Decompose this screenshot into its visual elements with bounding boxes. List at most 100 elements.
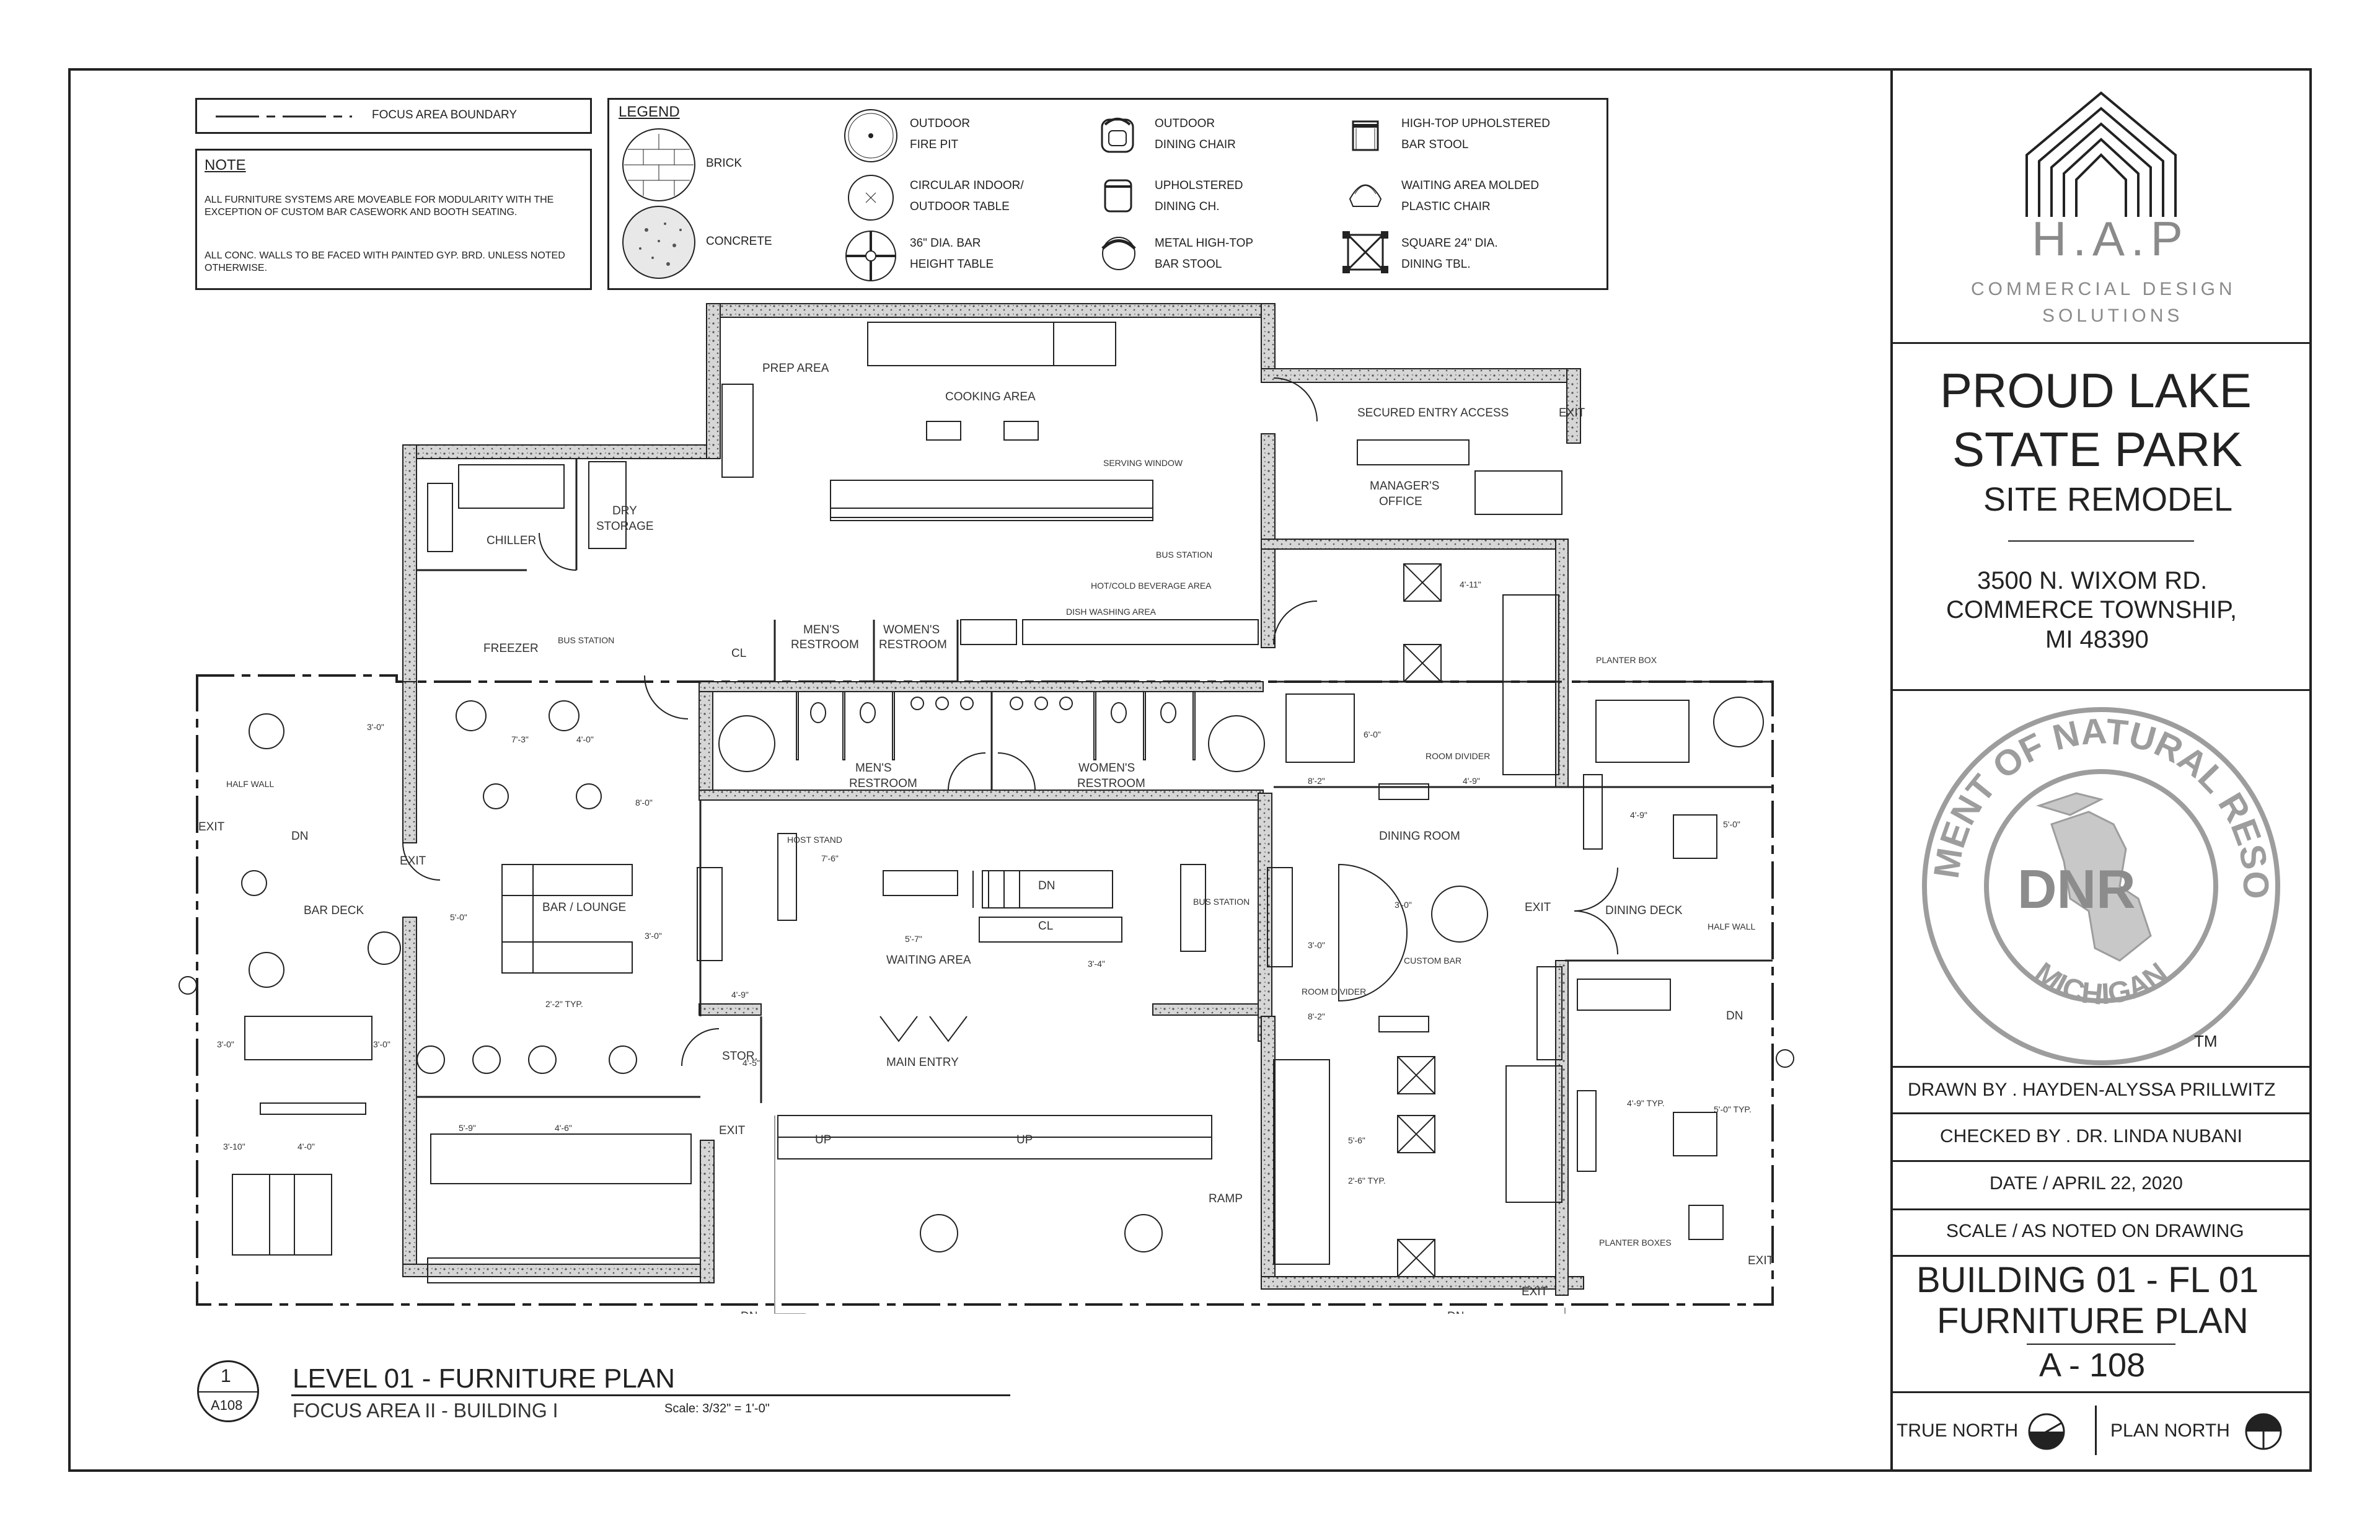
label-exit-dining: EXIT — [1525, 901, 1551, 914]
upholstered-chair-symbol — [1104, 179, 1132, 213]
label-womens-rr-1: WOMEN'S — [883, 623, 940, 636]
true-north-arrow-icon — [2028, 1413, 2065, 1450]
label-bus-station-kitchen: BUS STATION — [1156, 550, 1212, 560]
label-waiting-area: WAITING AREA — [886, 954, 971, 967]
sheet-number-rule — [2027, 1344, 2175, 1345]
label-exit-bar-2: EXIT — [400, 855, 426, 868]
label-planter-boxes: PLANTER BOXES — [1599, 1238, 1672, 1247]
label-ramp: RAMP — [1209, 1192, 1243, 1205]
drawn-by: DRAWN BY . HAYDEN-ALYSSA PRILLWITZ — [1908, 1080, 2276, 1100]
dim: 5'-9" — [459, 1123, 476, 1133]
label-serving-window: SERVING WINDOW — [1103, 458, 1183, 468]
door-swings — [402, 377, 1618, 1067]
checked-by: CHECKED BY . DR. LINDA NUBANI — [1940, 1126, 2242, 1146]
titleblock-divider — [1890, 68, 1893, 1472]
dim: 8'-0" — [635, 798, 653, 807]
dim: 5'-0" — [1723, 819, 1740, 829]
label-exit-deck: EXIT — [1748, 1254, 1774, 1267]
plan-north-label: PLAN NORTH — [2110, 1420, 2230, 1441]
dim: 3'-0" — [1395, 900, 1412, 910]
dimension-labels: 3'-0" 7'-3" 4'-0" 8'-0" 5'-0" 3'-0" 2'-2… — [217, 579, 1752, 1186]
project-underline — [2008, 540, 2194, 542]
label-main-entry: MAIN ENTRY — [886, 1056, 959, 1069]
dim: 8'-2" — [1308, 1011, 1325, 1021]
label-womens-restroom-2: RESTROOM — [1077, 777, 1145, 790]
label-dry: DRY — [612, 504, 637, 517]
stairs-ramp — [774, 1115, 1566, 1314]
label-mens-rr-1: MEN'S — [803, 623, 840, 636]
square-table-symbol — [1342, 231, 1388, 273]
circular-table-symbol — [848, 175, 894, 221]
label-up-1: UP — [815, 1133, 831, 1146]
dim: 4'-11" — [1460, 579, 1481, 589]
tb-line — [1890, 689, 2312, 691]
label-dish: DISH WASHING AREA — [1066, 607, 1157, 617]
dim: 2'-6" TYP. — [1348, 1176, 1386, 1186]
label-custom-bar: CUSTOM BAR — [1404, 956, 1461, 966]
dim: 3'-4" — [1088, 959, 1105, 969]
date: DATE / APRIL 22, 2020 — [1990, 1173, 2183, 1194]
label-exit-entry: EXIT — [719, 1124, 746, 1137]
label-dn-entry: DN — [741, 1310, 757, 1314]
label-mens-restroom-2: RESTROOM — [849, 777, 917, 790]
exterior-walls — [402, 303, 1584, 1296]
room-labels: PREP AREA COOKING AREA SECURED ENTRY ACC… — [198, 362, 1774, 1314]
label-storage: STORAGE — [596, 520, 654, 533]
plan-title: LEVEL 01 - FURNITURE PLAN — [293, 1363, 675, 1394]
legend-brick-label: BRICK — [706, 157, 743, 170]
dim: 4'-9" — [1630, 810, 1647, 820]
label-host-stand: HOST STAND — [787, 835, 842, 845]
tb-line — [1890, 1160, 2312, 1162]
tm-mark: TM — [2194, 1032, 2218, 1050]
legend-square-table-label: SQUARE 24" DIA.DINING TBL. — [1401, 237, 1498, 271]
plan-number: 1 — [221, 1366, 231, 1386]
north-divider — [2095, 1406, 2097, 1455]
project-name-1: PROUD LAKE — [1940, 363, 2252, 418]
dim: 3'-0" — [217, 1039, 234, 1049]
dining-chair-symbol — [1101, 118, 1134, 153]
focus-boundary-key: FOCUS AREA BOUNDARY — [195, 98, 592, 134]
address-1: 3500 N. WIXOM RD. — [1977, 567, 2208, 594]
hap-logo-icon — [2025, 91, 2177, 217]
sheet-title-2: FURNITURE PLAN — [1937, 1301, 2249, 1341]
label-stor: STOR. — [722, 1050, 758, 1063]
dim: 4'-9" TYP. — [1627, 1098, 1665, 1108]
seal-bottom-text: MICHIGAN — [2029, 956, 2174, 1011]
tb-line — [1890, 1066, 2312, 1068]
note-box: NOTE ALL FURNITURE SYSTEMS ARE MOVEABLE … — [195, 149, 592, 290]
plan-title-underline — [291, 1394, 1010, 1396]
label-room-divider-1: ROOM DIVIDER — [1426, 751, 1490, 761]
dim: 5'-0" TYP. — [1714, 1104, 1752, 1114]
section-markers — [178, 976, 1794, 1068]
tb-line — [1890, 1255, 2312, 1257]
legend-box: LEGEND — [607, 98, 1608, 290]
waiting-entry-furniture — [777, 833, 1408, 1252]
dim: 5'-6" — [1348, 1135, 1365, 1145]
bar-table-symbol — [845, 231, 896, 281]
label-room-divider-2: ROOM DIVIDER — [1302, 987, 1366, 997]
plan-callout-divider — [197, 1391, 259, 1393]
label-beverage: HOT/COLD BEVERAGE AREA — [1091, 581, 1212, 591]
seal-center-text: DNR — [2017, 858, 2136, 920]
dim: 8'-2" — [1308, 776, 1325, 786]
address-3: MI 48390 — [2045, 626, 2149, 653]
label-exit-bottom: EXIT — [1522, 1285, 1548, 1298]
dashed-line-symbol — [216, 115, 352, 118]
dim: 4'-0" — [298, 1142, 315, 1151]
waiting-chair-symbol — [1349, 184, 1382, 207]
tb-line — [1890, 1208, 2312, 1210]
label-up-2: UP — [1016, 1133, 1033, 1146]
dim: 3'-0" — [645, 931, 662, 941]
fire-pit-symbol — [844, 109, 897, 162]
focus-boundary-label: FOCUS AREA BOUNDARY — [372, 108, 518, 121]
note-text-2: ALL CONC. WALLS TO BE FACED WITH PAINTED… — [205, 250, 565, 273]
dim: 3'-0" — [367, 722, 384, 732]
label-freezer: FREEZER — [483, 642, 539, 655]
dim: 5'-0" — [450, 912, 467, 922]
dnr-seal: DEPARTMENT OF NATURAL RESOURCES MICHIGAN… — [1915, 700, 2280, 1065]
dim: 7'-6" — [821, 853, 839, 863]
legend-circ-table-label: CIRCULAR INDOOR/OUTDOOR TABLE — [910, 179, 1024, 213]
